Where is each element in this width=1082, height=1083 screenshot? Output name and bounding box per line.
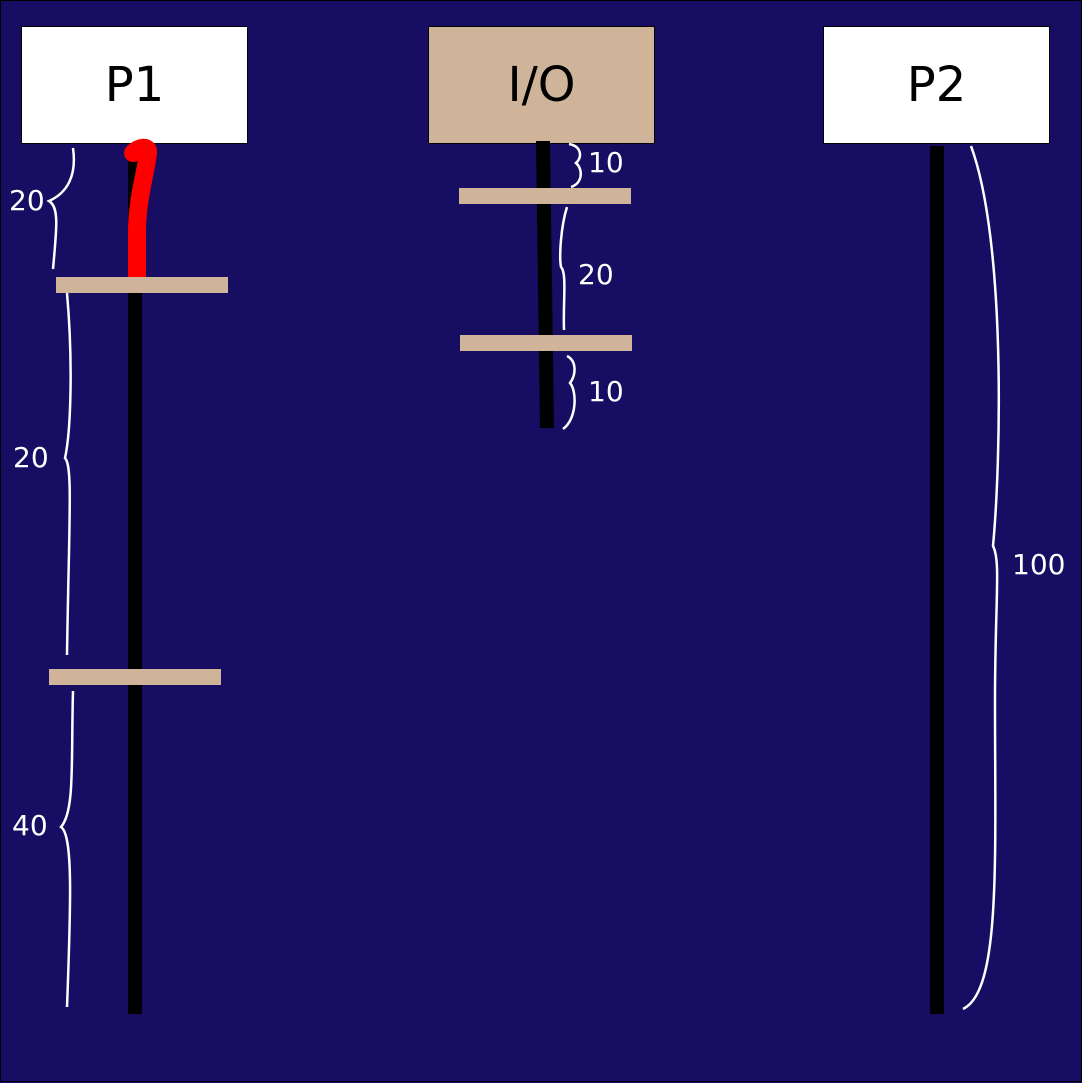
io-header-label: I/O [507,57,576,113]
p2-duration-label-1: 100 [1012,548,1066,581]
p2-brace-1 [962,145,1001,1011]
p1-brace-3 [59,690,75,1008]
p2-timeline [930,146,944,1014]
p1-event-bar-2 [49,669,221,685]
p1-event-bar-1 [56,277,228,293]
io-timeline [536,141,554,428]
io-brace-1 [568,142,582,189]
p2-header-label: P2 [906,57,967,113]
io-brace-3 [562,354,576,431]
p1-brace-1 [46,147,76,270]
p1-duration-label-3: 40 [12,809,48,842]
p1-brace-2 [63,292,72,656]
io-duration-label-1: 10 [588,146,624,179]
p1-duration-label-1: 20 [9,184,45,217]
p1-header: P1 [21,26,248,144]
io-brace-2 [559,206,569,331]
io-event-bar-1 [459,188,631,204]
p1-timeline [128,146,142,1014]
p2-header: P2 [823,26,1050,144]
io-duration-label-2: 20 [578,258,614,291]
p1-highlight-marker [124,138,157,286]
p1-duration-label-2: 20 [13,441,49,474]
p1-header-label: P1 [104,57,165,113]
io-event-bar-2 [460,335,632,351]
io-duration-label-3: 10 [588,375,624,408]
